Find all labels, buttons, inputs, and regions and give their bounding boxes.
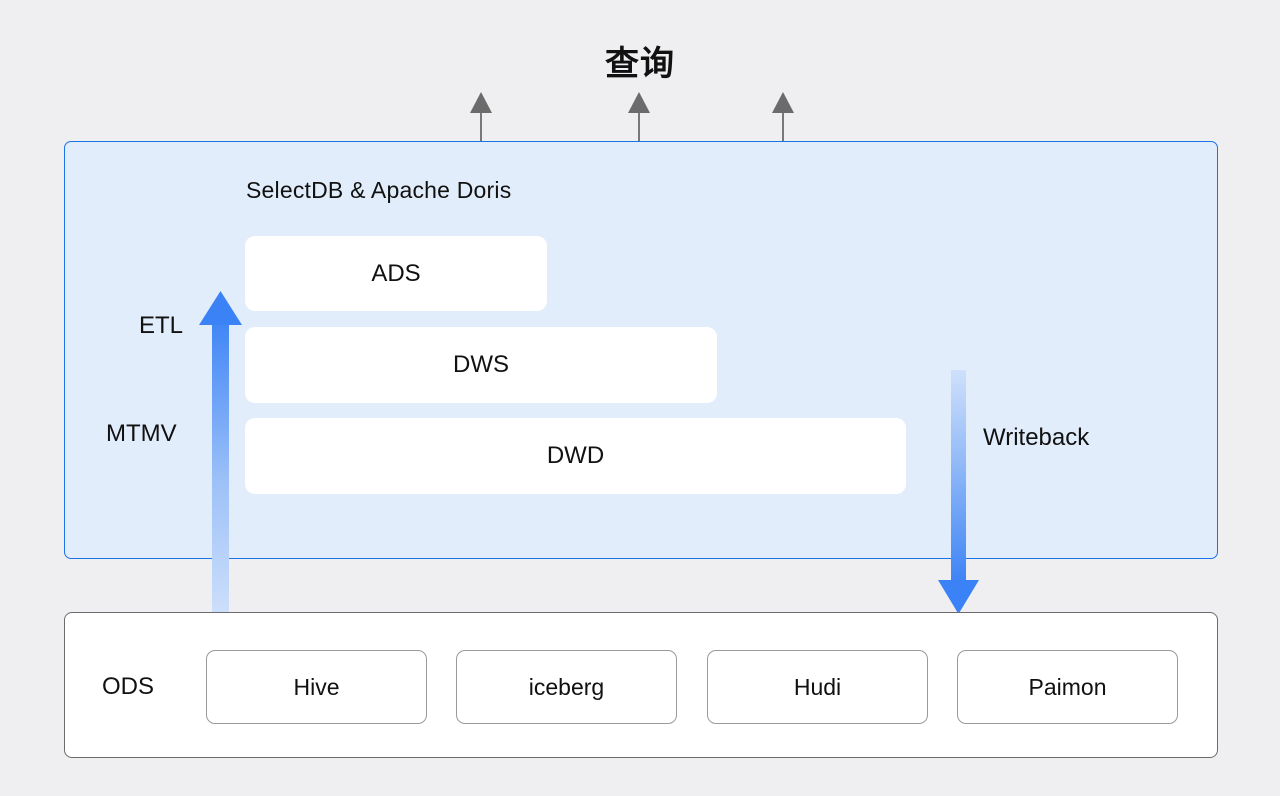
layer-box-ads[interactable]: ADS (245, 236, 547, 311)
layer-label-dws: DWS (453, 351, 509, 378)
label-writeback: Writeback (983, 424, 1090, 451)
source-label-hudi: Hudi (793, 673, 842, 700)
doris-panel-title: SelectDB & Apache Doris (246, 177, 512, 203)
source-label-hive: Hive (293, 673, 340, 700)
source-box-hudi[interactable]: Hudi (707, 650, 928, 724)
layer-box-dws[interactable]: DWS (245, 327, 717, 403)
label-etl: ETL (139, 312, 184, 339)
label-mtmv: MTMV (106, 420, 177, 447)
source-box-iceberg[interactable]: iceberg (456, 650, 677, 724)
source-box-paimon[interactable]: Paimon (957, 650, 1178, 724)
label-ods: ODS (102, 673, 155, 700)
layer-box-dwd[interactable]: DWD (245, 418, 906, 494)
layer-label-ads: ADS (371, 259, 421, 287)
etl-up-arrow (199, 291, 242, 620)
source-label-iceberg: iceberg (528, 673, 605, 700)
layer-label-dwd: DWD (546, 442, 605, 469)
source-box-hive[interactable]: Hive (206, 650, 427, 724)
writeback-down-arrow (938, 370, 979, 614)
page-title: 查询 (605, 45, 675, 83)
source-label-paimon: Paimon (1028, 673, 1107, 700)
